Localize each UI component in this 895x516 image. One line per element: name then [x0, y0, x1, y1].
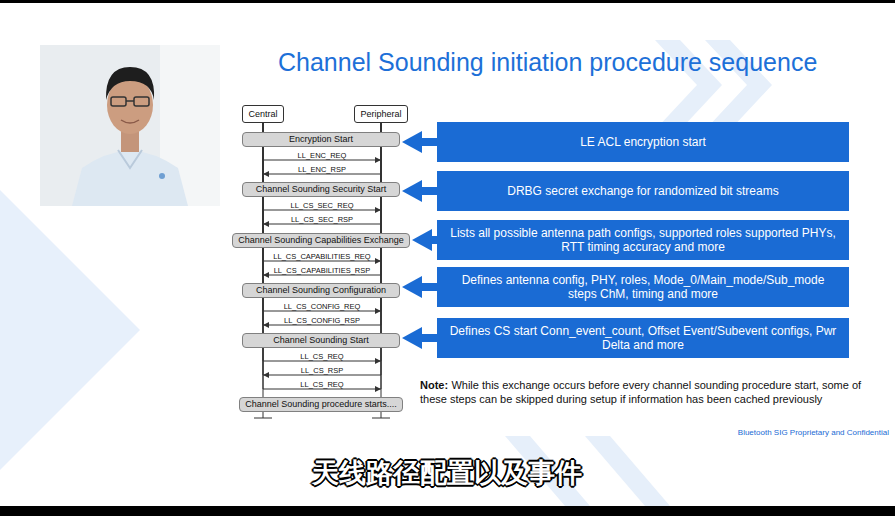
arrow-head — [375, 358, 381, 364]
phase-band: Encryption Start — [242, 132, 400, 147]
description-box: Defines antenna config, PHY, roles, Mode… — [437, 267, 849, 307]
pointer-arrow — [420, 283, 437, 291]
message-arrow — [263, 123, 381, 174]
phase-band: Channel Sounding Security Start — [242, 182, 400, 197]
message-label: LL_CS_CONFIG_REQ — [282, 303, 363, 311]
phase-band: Channel Sounding Start — [242, 333, 400, 348]
box-text: Peripheral — [360, 109, 401, 120]
arrow-head — [263, 272, 269, 278]
arrow-head — [375, 258, 381, 264]
message-arrow — [263, 123, 381, 375]
arrow-head — [402, 276, 422, 298]
connector — [402, 180, 437, 202]
slide-title: Channel Sounding initiation procedure se… — [278, 48, 817, 77]
presenter-hair — [106, 67, 154, 100]
arrow-head — [375, 308, 381, 314]
box-text: Defines CS start Conn_event_count, Offse… — [449, 324, 837, 353]
box-text: Channel Sounding Configuration — [256, 285, 386, 296]
message-label: LL_CS_REQ — [298, 353, 345, 361]
note-text: While this exchange occurs before every … — [420, 379, 861, 405]
arrow-head — [402, 327, 422, 349]
frame-bar — [0, 0, 895, 3]
arrow-head — [402, 180, 422, 202]
box-text: Channel Sounding Capabilities Exchange — [238, 235, 404, 246]
arrow-head — [375, 386, 381, 392]
phase-band: Channel Sounding procedure starts.... — [239, 397, 403, 412]
message-label: LL_CS_SEC_RSP — [289, 216, 355, 224]
pointer-arrow — [420, 334, 437, 342]
arrow-head — [402, 131, 422, 153]
pointer-arrow — [420, 187, 437, 195]
connector — [402, 131, 437, 153]
box-text: Defines antenna config, PHY, roles, Mode… — [449, 273, 837, 302]
lifeline-end — [372, 418, 390, 419]
message-label: LL_CS_CAPABILITIES_RSP — [272, 267, 373, 275]
connector — [263, 123, 381, 378]
note-block: Note:While this exchange occurs before e… — [420, 378, 872, 407]
lifeline-box: Peripheral — [354, 105, 408, 123]
lifeline-box: Central — [242, 105, 284, 123]
message-label: LL_ENC_REQ — [296, 152, 349, 160]
arrow-head — [263, 372, 269, 378]
phase-band: Channel Sounding Configuration — [242, 283, 400, 298]
webcam-frame — [40, 45, 220, 206]
box-text: Channel Sounding Security Start — [256, 184, 387, 195]
message-label: LL_CS_SEC_REQ — [289, 202, 356, 210]
message-arrow — [263, 123, 381, 389]
arrow-head — [375, 207, 381, 213]
subtitle: 天线路径配置以及事件 — [312, 455, 582, 491]
note-heading: Note: — [420, 379, 448, 391]
connector — [402, 276, 437, 298]
presenter-shirt — [72, 150, 188, 206]
pointer-arrow — [420, 138, 437, 146]
description-box: Lists all possible antenna path configs,… — [437, 220, 849, 260]
box-text: DRBG secret exchange for randomized bit … — [507, 184, 778, 198]
message-label: LL_CS_REQ — [298, 381, 345, 389]
message-label: LL_CS_CAPABILITIES_REQ — [271, 253, 372, 261]
frame-bar — [0, 506, 895, 516]
connector — [402, 327, 437, 349]
arrow-head — [263, 171, 269, 177]
message-label: LL_CS_RSP — [299, 367, 346, 375]
shirt-logo — [159, 173, 165, 179]
presenter-glasses — [134, 97, 149, 106]
confidentiality-mark: Bluetooth SIG Proprietary and Confidenti… — [738, 428, 889, 437]
phase-band: Channel Sounding Capabilities Exchange — [232, 233, 410, 248]
box-text: Encryption Start — [289, 134, 353, 145]
box-text: Channel Sounding procedure starts.... — [245, 399, 397, 410]
message-label: LL_ENC_RSP — [296, 166, 348, 174]
arrow-head — [263, 221, 269, 227]
box-text: Central — [248, 109, 277, 120]
presenter-glasses — [126, 100, 134, 102]
connector — [412, 229, 437, 251]
arrow-head — [263, 322, 269, 328]
box-text: Channel Sounding Start — [273, 335, 369, 346]
description-box: LE ACL encryption start — [437, 122, 849, 162]
lifeline-end — [254, 418, 272, 419]
box-text: Lists all possible antenna path configs,… — [449, 226, 837, 255]
arrow-head — [412, 229, 432, 251]
connector — [263, 123, 381, 392]
message-label: LL_CS_CONFIG_RSP — [282, 317, 362, 325]
description-box: Defines CS start Conn_event_count, Offse… — [437, 318, 849, 358]
box-text: LE ACL encryption start — [580, 135, 706, 149]
decor-chevron — [585, 436, 670, 506]
presenter-mouth — [121, 120, 139, 123]
description-box: DRBG secret exchange for randomized bit … — [437, 171, 849, 211]
presenter-glasses — [111, 97, 126, 106]
decor-triangle — [0, 190, 140, 470]
presenter-collar — [118, 150, 142, 168]
arrow-head — [375, 157, 381, 163]
